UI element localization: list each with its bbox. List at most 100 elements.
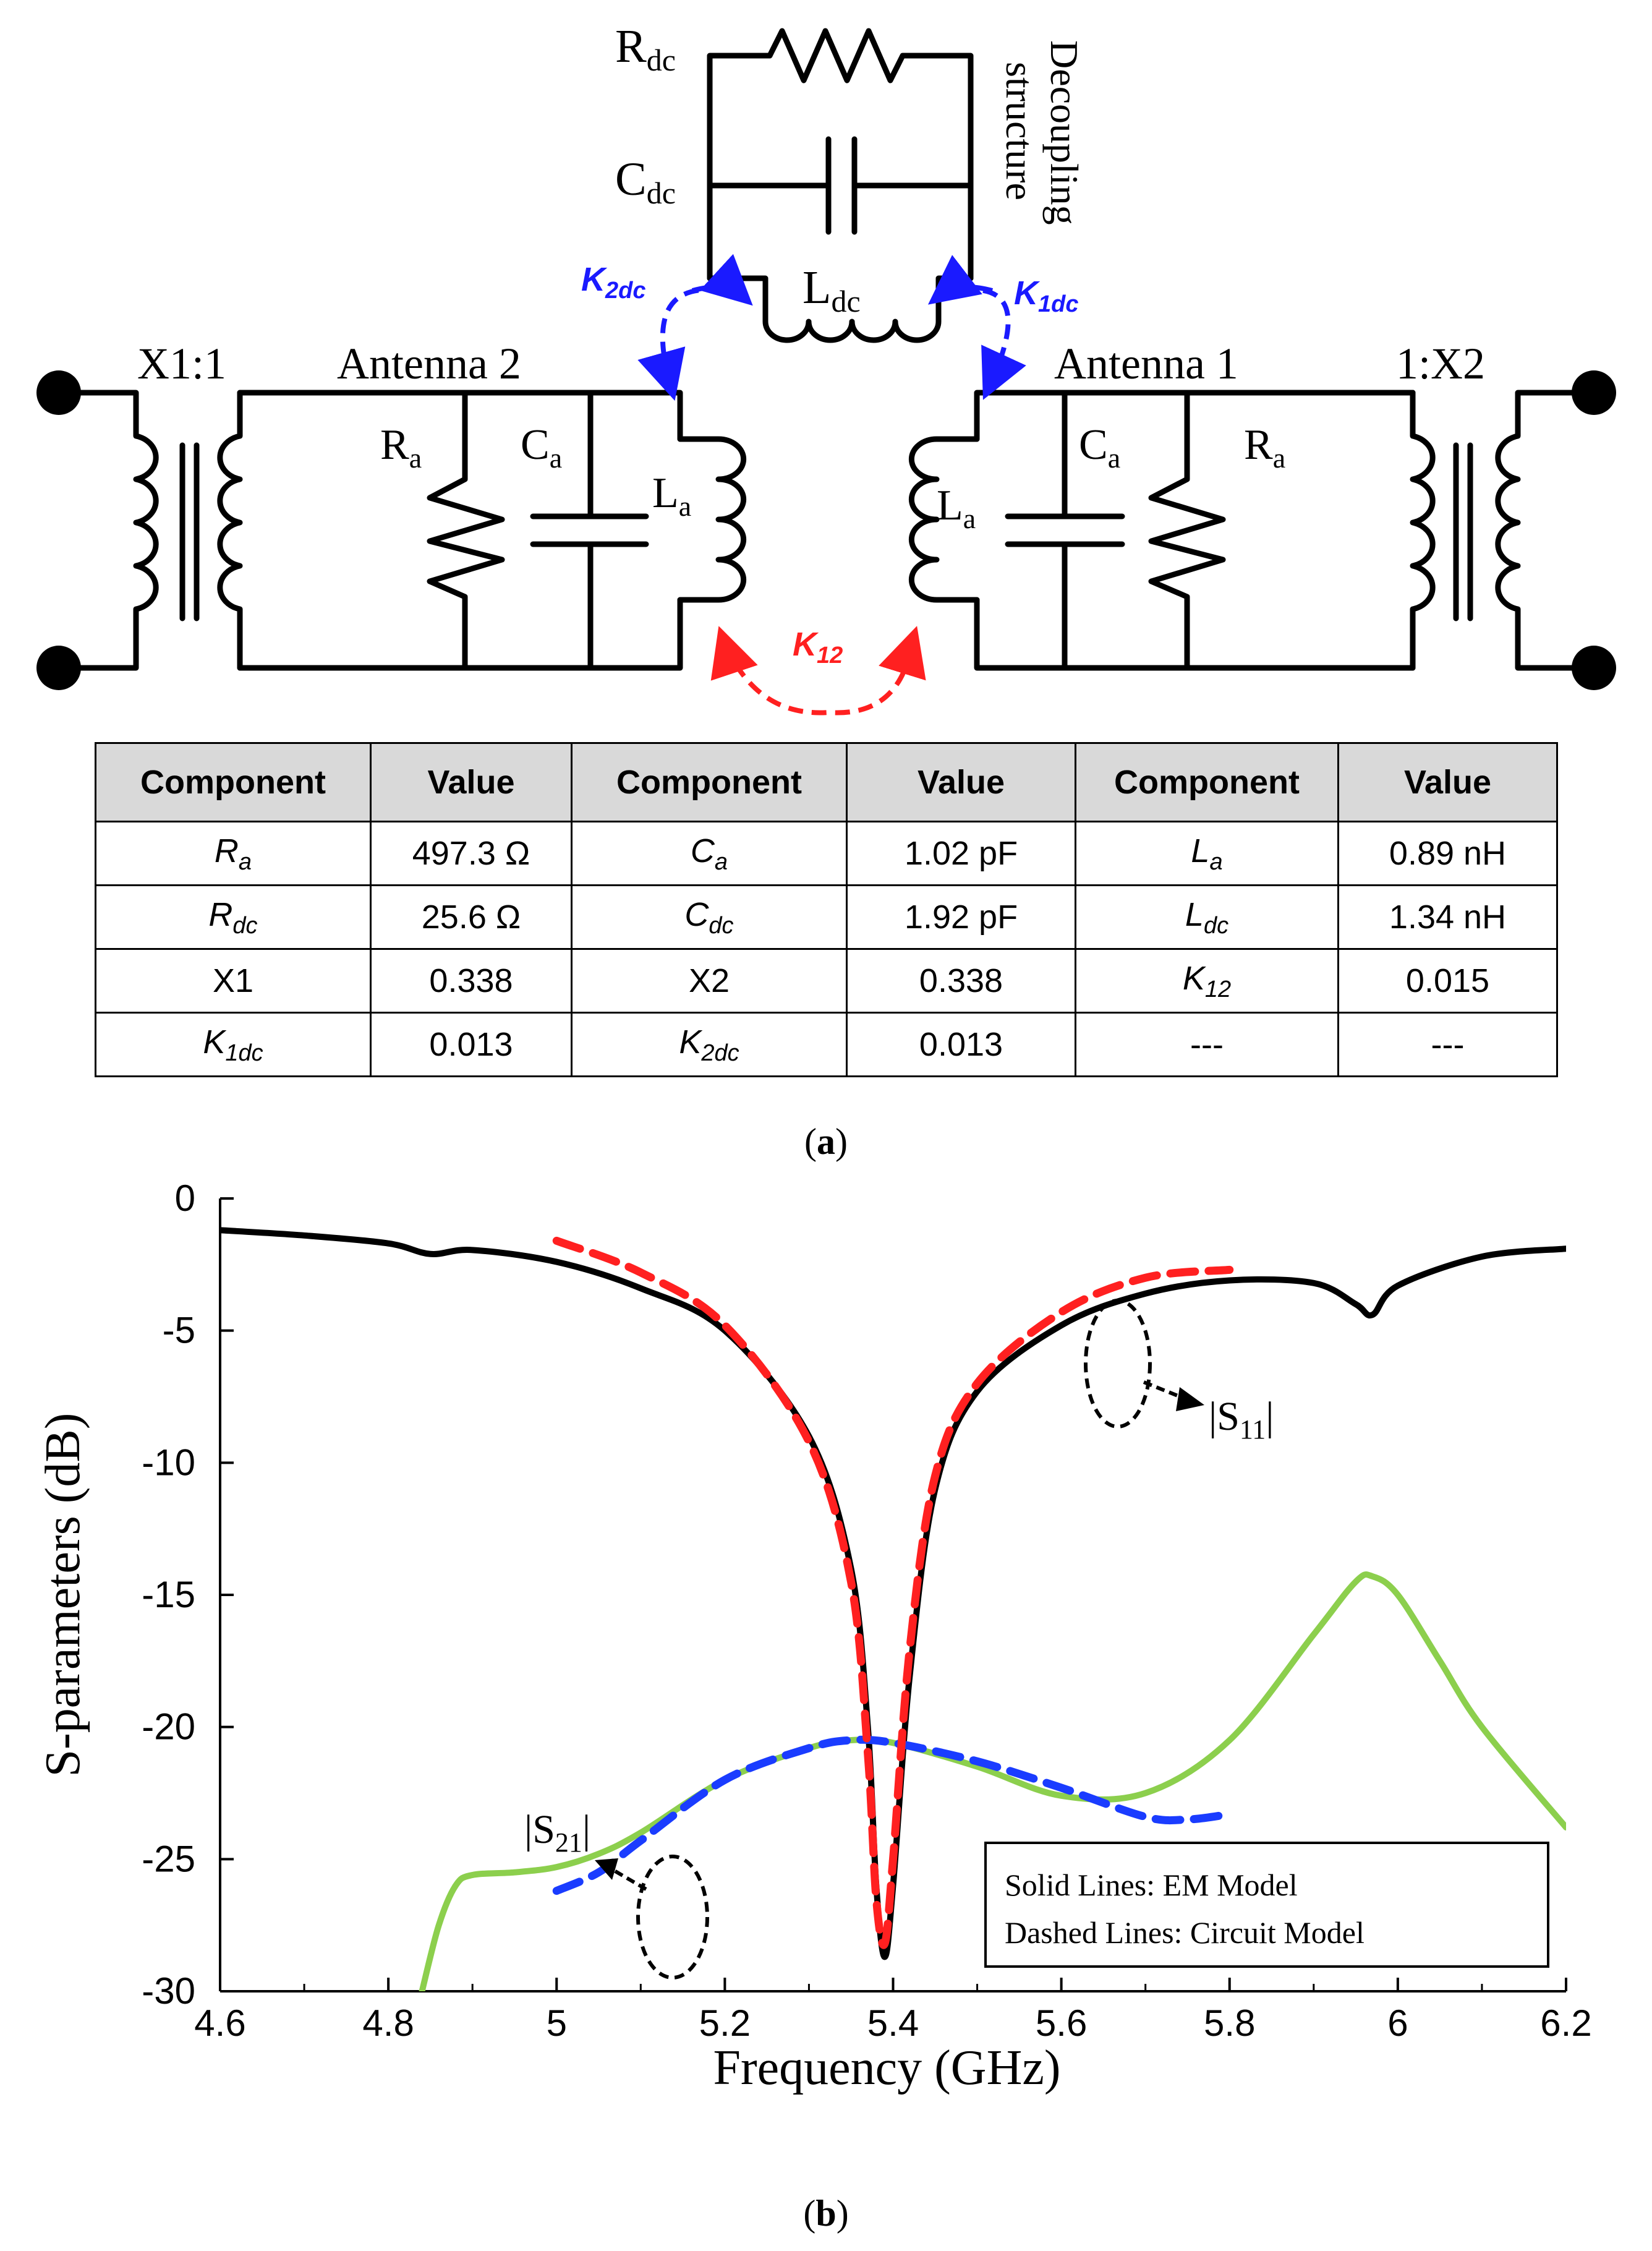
component-symbol: R	[214, 832, 239, 869]
component-cell: K1dc	[95, 1012, 372, 1077]
legend-box	[984, 1842, 1549, 1968]
x-axis-title: Frequency (GHz)	[713, 2041, 1061, 2095]
la-left-label: La	[652, 469, 691, 522]
component-subscript: 1dc	[225, 1040, 263, 1066]
port-terminal	[1572, 646, 1616, 690]
component-cell: X1	[95, 948, 372, 1014]
component-subscript: a	[714, 848, 728, 875]
y-tick-label: -10	[142, 1442, 195, 1483]
k2dc-arrow	[637, 287, 746, 401]
transformer-right-primary	[1410, 390, 1436, 671]
component-symbol: L	[1185, 895, 1204, 933]
series-line	[552, 1735, 1234, 1895]
component-subscript: 12	[1204, 976, 1232, 1002]
value-cell: ---	[1337, 1012, 1558, 1077]
value-cell: 0.013	[846, 1012, 1076, 1077]
column-header: Value	[846, 742, 1076, 822]
table-header-row: Component Value Component Value Componen…	[95, 742, 1558, 822]
transformer-left-secondary	[217, 390, 243, 671]
x-tick-label: 4.6	[194, 2002, 245, 2044]
value-cell: 0.013	[370, 1012, 573, 1077]
component-cell: Rdc	[95, 884, 372, 950]
x-tick-label: 5.8	[1204, 2002, 1255, 2044]
ca-right-label: Ca	[1079, 421, 1120, 474]
value-cell: 0.89 nH	[1337, 821, 1558, 886]
x-tick-label: 5	[547, 2002, 567, 2044]
value-cell: 0.338	[370, 948, 573, 1014]
port-terminal	[1572, 370, 1616, 415]
decoupling-frame	[707, 53, 974, 281]
component-symbol: R	[208, 895, 233, 933]
component-cell: Cdc	[571, 884, 848, 950]
rdc-resistor	[767, 28, 917, 83]
component-subscript: dc	[709, 912, 734, 939]
port-terminal	[36, 646, 81, 690]
component-symbol: K	[679, 1023, 702, 1061]
plot-series	[220, 1227, 1566, 1991]
y-tick-label: -5	[163, 1310, 195, 1351]
ldc-label: Ldc	[803, 262, 861, 318]
y-tick-label: -15	[142, 1574, 195, 1615]
transformer-right-core	[1453, 442, 1473, 621]
value-cell: 25.6 Ω	[370, 884, 573, 950]
antenna1-label: Antenna 1	[1054, 339, 1238, 388]
transformer-left-core	[179, 442, 200, 621]
component-symbol: K	[1182, 959, 1205, 997]
ra-left-resistor	[427, 390, 505, 671]
ra-right-resistor	[1148, 390, 1226, 671]
y-tick-label: 0	[175, 1177, 195, 1219]
ldc-inductor	[707, 275, 974, 343]
caption-b: (b)	[803, 2193, 849, 2234]
ra-left-label: Ra	[380, 421, 422, 474]
column-header: Value	[1337, 742, 1558, 822]
component-symbol: K	[203, 1023, 226, 1061]
transformer-right-secondary	[1495, 390, 1597, 671]
s21-annotation-arrowhead	[595, 1858, 618, 1880]
x-tick-label: 5.6	[1036, 2002, 1087, 2044]
s11-annotation-arrowhead	[1176, 1387, 1204, 1411]
component-cell: Ca	[571, 821, 848, 886]
component-subscript: a	[238, 848, 252, 875]
decoupling-label-line2: structure	[998, 62, 1042, 200]
component-subscript: dc	[1203, 912, 1229, 939]
la-right-inductor	[908, 436, 980, 603]
circuit-diagram: Rdc Cdc Ldc Decoupling structure Antenna…	[36, 20, 1616, 715]
y-tick-label: -30	[142, 1970, 195, 2012]
column-header: Component	[95, 742, 372, 822]
component-cell: Ra	[95, 821, 372, 886]
k1dc-arrow-tip	[927, 255, 994, 305]
legend-entry: Solid Lines: EM Model	[1005, 1868, 1298, 1902]
column-header: Component	[1075, 742, 1339, 822]
rdc-label: Rdc	[615, 20, 676, 77]
k12-arrow-right	[879, 626, 926, 681]
component-cell: X2	[571, 948, 848, 1014]
k12-arc	[722, 642, 914, 715]
component-cell: La	[1075, 821, 1339, 886]
value-cell: 1.02 pF	[846, 821, 1076, 886]
s11-annotation-label: |S11|	[1209, 1394, 1274, 1445]
series-line	[419, 1571, 1566, 1991]
value-cell: 1.92 pF	[846, 884, 1076, 950]
column-header: Component	[571, 742, 848, 822]
la-right-label: La	[937, 482, 976, 534]
x-tick-label: 5.4	[867, 2002, 919, 2044]
component-symbol: C	[684, 895, 709, 933]
s21-annotation-label: |S21|	[524, 1807, 590, 1858]
column-header: Value	[370, 742, 573, 822]
transformer-left-primary	[56, 390, 159, 671]
component-subscript: 2dc	[701, 1040, 739, 1066]
k1dc-arrow	[935, 287, 1026, 400]
component-subscript: dc	[232, 912, 258, 939]
component-symbol: C	[690, 832, 715, 869]
caption-a: (a)	[804, 1121, 848, 1162]
component-cell: K2dc	[571, 1012, 848, 1077]
component-symbol: L	[1191, 832, 1210, 869]
antenna1-frame	[974, 390, 1416, 671]
component-cell: K12	[1075, 948, 1339, 1014]
k1dc-label: K1dc	[1014, 275, 1078, 317]
